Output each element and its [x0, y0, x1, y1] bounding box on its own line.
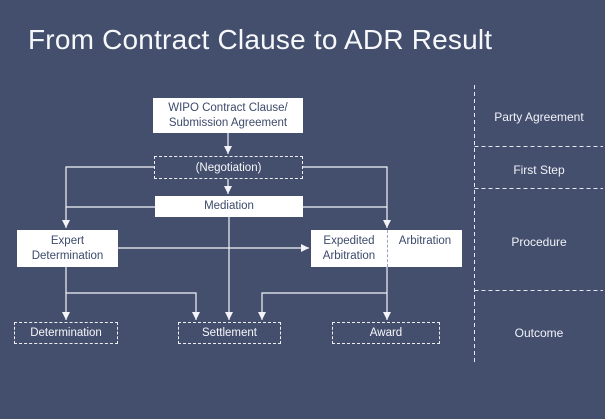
- node-mediation-label: Mediation: [204, 200, 254, 212]
- node-expedited-arbitration: Expedited Arbitration: [311, 230, 387, 267]
- node-determination-label: Determination: [30, 327, 102, 339]
- flow-arrows: [62, 133, 391, 320]
- node-arbitration-group: Expedited Arbitration Arbitration: [311, 230, 462, 267]
- slide-title: From Contract Clause to ADR Result: [28, 24, 493, 55]
- node-negotiation-label: (Negotiation): [195, 161, 262, 174]
- node-wipo-contract-clause: WIPO Contract Clause/ Submission Agreeme…: [153, 98, 303, 133]
- node-determination: Determination: [14, 322, 118, 344]
- node-expedited-line1: Expedited: [323, 235, 375, 247]
- node-wipo-line2: Submission Agreement: [168, 116, 288, 129]
- node-mediation: Mediation: [155, 196, 303, 217]
- node-award-label: Award: [369, 327, 403, 339]
- sidebar-label-first-step: First Step: [513, 163, 565, 177]
- node-award: Award: [332, 322, 440, 344]
- node-arbitration-label: Arbitration: [398, 235, 452, 247]
- node-settlement: Settlement: [178, 322, 281, 344]
- sidebar-divider-lines: [474, 85, 603, 364]
- node-expedited-line2: Arbitration: [322, 249, 376, 262]
- node-arbitration: Arbitration: [387, 230, 462, 267]
- node-wipo-line1: WIPO Contract Clause/: [168, 101, 288, 114]
- node-negotiation: (Negotiation): [154, 156, 303, 179]
- node-expert-line2: Determination: [31, 249, 104, 262]
- node-expert-determination: Expert Determination: [17, 230, 118, 267]
- sidebar-label-procedure: Procedure: [511, 235, 567, 249]
- sidebar-label-outcome: Outcome: [514, 326, 564, 340]
- sidebar-label-party-agreement: Party Agreement: [494, 110, 584, 124]
- node-settlement-label: Settlement: [202, 327, 257, 339]
- node-expert-line1: Expert: [50, 234, 85, 247]
